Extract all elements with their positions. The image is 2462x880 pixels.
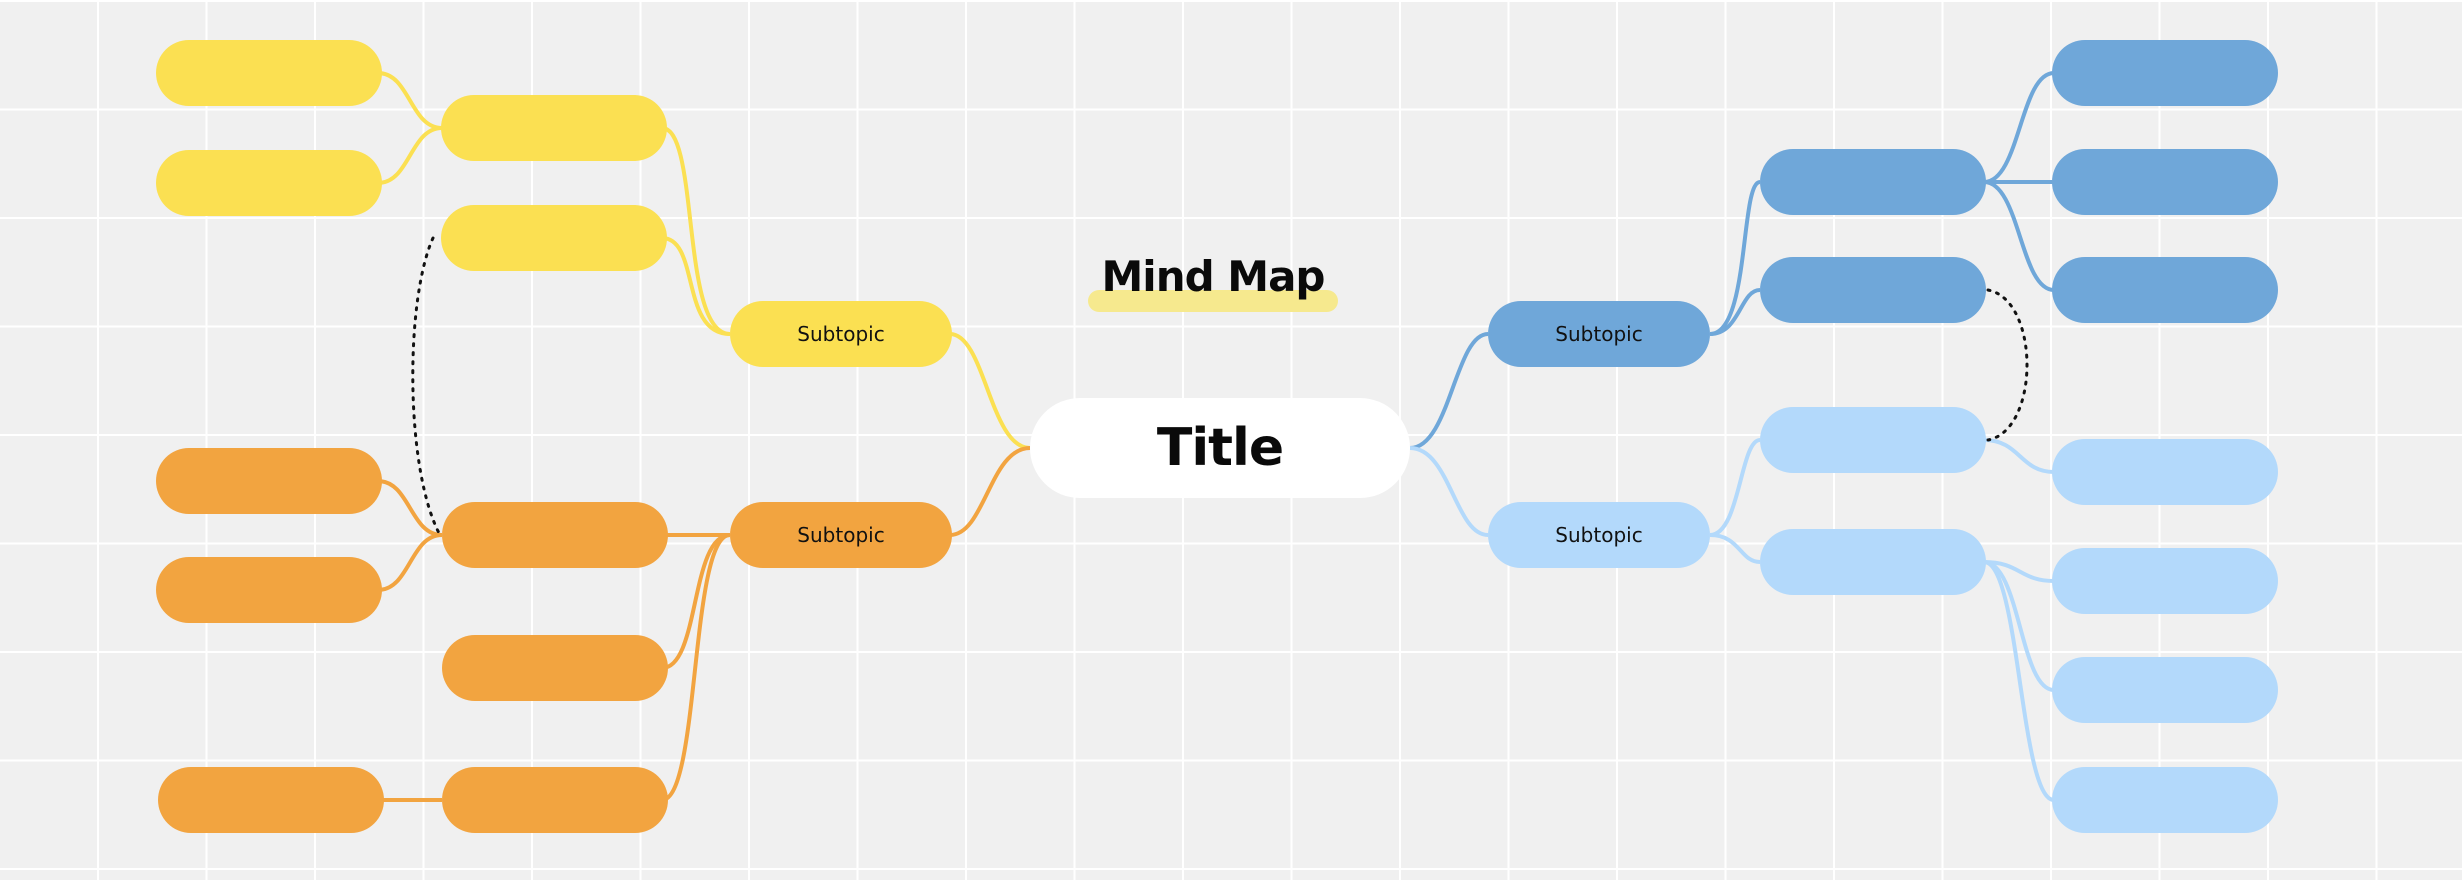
connector-lightblue-leaf1 [1983, 438, 2055, 474]
connector-lightblue-leaf4 [1983, 560, 2055, 802]
central-topic-node[interactable]: Title [1030, 398, 1410, 498]
connector-root-yellow [949, 332, 1031, 450]
child-node-orange-1[interactable] [442, 502, 668, 568]
connector-blue-leaf3 [1983, 180, 2055, 292]
leaf-node-yellow-2[interactable] [156, 150, 382, 216]
connector-yellow-leaf2 [377, 126, 443, 185]
child-node-orange-2[interactable] [442, 635, 668, 701]
child-node-yellow-1[interactable] [441, 95, 667, 161]
child-node-lightblue-2[interactable] [1760, 529, 1986, 595]
child-node-blue-2[interactable] [1760, 257, 1986, 323]
leaf-node-lightblue-1[interactable] [2052, 439, 2278, 505]
connector-lightblue-sub2 [1709, 533, 1761, 564]
connector-blue-sub2 [1709, 288, 1761, 336]
leaf-node-blue-3[interactable] [2052, 257, 2278, 323]
connector-lightblue-leaf2 [1983, 560, 2055, 583]
leaf-node-lightblue-3[interactable] [2052, 657, 2278, 723]
connector-root-orange [949, 446, 1031, 537]
leaf-node-lightblue-2[interactable] [2052, 548, 2278, 614]
lightblue-connectors [1409, 438, 2055, 802]
leaf-node-yellow-1[interactable] [156, 40, 382, 106]
subtopic-node-lightblue[interactable]: Subtopic [1488, 502, 1710, 568]
connector-orange-leaf1 [377, 479, 443, 537]
connector-lightblue-leaf3 [1983, 560, 2055, 692]
child-node-orange-3[interactable] [442, 767, 668, 833]
connector-root-lightblue [1409, 446, 1489, 537]
leaf-node-orange-3[interactable] [158, 767, 384, 833]
child-node-blue-1[interactable] [1760, 149, 1986, 215]
subtopic-node-orange[interactable]: Subtopic [730, 502, 952, 568]
relationship-line-right[interactable] [1986, 288, 2029, 442]
connector-blue-sub1 [1709, 180, 1761, 336]
connector-orange-leaf2 [377, 533, 443, 592]
leaf-node-blue-2[interactable] [2052, 149, 2278, 215]
leaf-node-orange-2[interactable] [156, 557, 382, 623]
connector-root-blue [1409, 332, 1489, 450]
leaf-node-orange-1[interactable] [156, 448, 382, 514]
blue-connectors [1409, 71, 2055, 450]
mind-map-title[interactable]: Mind Map [1101, 251, 1326, 301]
subtopic-node-yellow[interactable]: Subtopic [730, 301, 952, 367]
connector-blue-leaf1 [1983, 71, 2055, 184]
title-highlight [1088, 290, 1338, 312]
connector-orange-sub2 [661, 533, 731, 670]
connector-yellow-leaf1 [377, 71, 443, 130]
connector-yellow-sub1 [661, 126, 731, 336]
orange-connectors [377, 446, 1031, 802]
relationship-line-left[interactable] [411, 236, 442, 537]
yellow-connectors [377, 71, 1031, 450]
connector-yellow-sub2 [661, 236, 731, 336]
child-node-lightblue-1[interactable] [1760, 407, 1986, 473]
leaf-node-lightblue-4[interactable] [2052, 767, 2278, 833]
connector-orange-sub3 [661, 533, 731, 802]
subtopic-node-blue[interactable]: Subtopic [1488, 301, 1710, 367]
leaf-node-blue-1[interactable] [2052, 40, 2278, 106]
connector-lightblue-sub1 [1709, 438, 1761, 537]
child-node-yellow-2[interactable] [441, 205, 667, 271]
